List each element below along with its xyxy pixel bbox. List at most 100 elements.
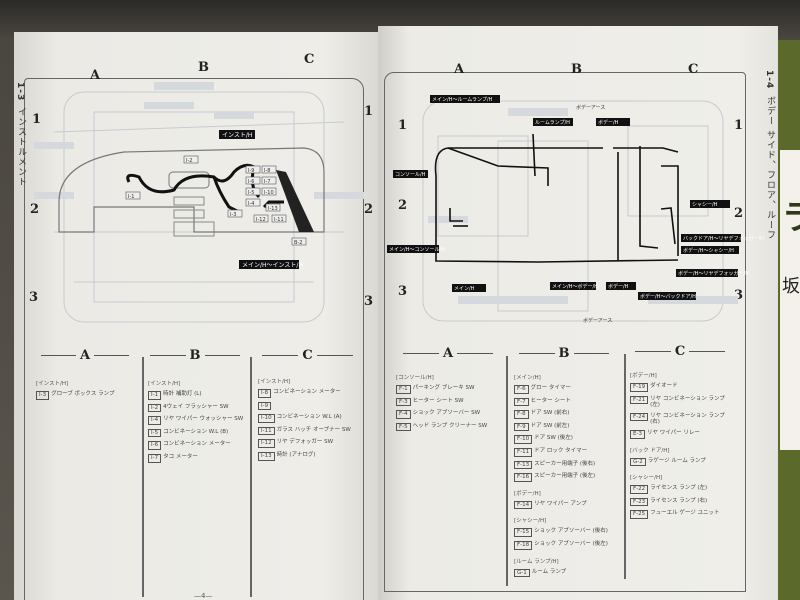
page-number: —4— [194,592,213,600]
diagram-label: ボデーアース [583,317,612,324]
part-name: タコ メーター [163,453,198,460]
connector-code: F-16 [514,473,533,482]
connector-code: F-9 [514,422,529,432]
part-name: コンビネーション W.L (A) [276,414,342,421]
diagram-label: ルームランプ/H [535,120,570,126]
row-label: 3 [398,284,408,299]
divider [250,357,252,597]
section-title: インストルメント [16,107,26,187]
connector-code: E-3 [630,429,645,439]
part-name: リヤ デフォッガー SW [276,439,334,446]
connector-label: I-7 [264,179,270,185]
right-page: A B C 1 2 3 1 2 3 1-4 ボデー サイド、フロア、ルーフ メイ… [378,26,778,600]
connector-label: I-1 [128,194,134,200]
connector-code: F-5 [396,422,411,432]
row-label: 3 [734,288,744,303]
part-name: ショック アブソーバー (後右) [534,528,608,535]
diagram-label: ボデー/H～シャシー/H [683,247,734,254]
connector-code: I-13 [258,451,275,461]
part-name: リヤ コンビネーション ランプ (右) [650,412,725,426]
connector-code: I-10 [258,414,275,423]
list-header: B [508,346,620,361]
row-label: 2 [30,202,40,217]
part-name: ドア SW (後左) [534,435,573,442]
group-title: [ボデー/H] [630,373,657,379]
diagram-label: メイン/H～コンソール/H [389,247,445,253]
row-label: 1 [734,118,744,133]
divider [142,357,144,597]
diagram-label: ボデー/H～バックドア/H [640,293,696,300]
group-title: [インスト/H] [258,379,291,385]
connector-label: I-6 [248,179,254,185]
connector-code: I-2 [148,403,162,413]
row-label: 1 [364,104,374,119]
connector-code: F-25 [630,510,649,519]
row-label: 1 [32,112,42,127]
part-name: リヤ コンビネーション ランプ (左) [650,395,725,409]
diagram-label: シャシー/H [692,202,718,208]
group-title: [インスト/H] [148,381,181,387]
part-name: ドア SW (前左) [530,422,570,429]
connector-code: F-14 [514,500,533,510]
body-wiring-diagram: メイン/H～ルームランプ/H ルームランプ/H ボデー/H ボデーアース コンソ… [387,95,764,324]
page-frame [24,78,364,600]
connector-code: I-6 [148,441,162,450]
connector-code: I-11 [258,426,275,436]
group-title: [シャシー/H] [630,475,663,482]
connector-label: I-4 [248,201,254,207]
part-name: ヒーター シート SW [412,397,464,404]
connector-code: F-24 [630,412,649,422]
part-name: 時計 (アナログ) [276,451,316,458]
connector-label: B-2 [294,240,302,246]
connector-label: I-10 [264,190,274,196]
part-name: ドア SW (前右) [530,410,570,417]
connector-code: I-9 [258,401,272,411]
part-name: ショック アブソーバー (後左) [534,540,608,547]
row-label: 3 [29,290,39,305]
part-name: ダイオード [650,383,678,389]
diagram-label: ボデー/H [598,119,619,126]
part-name: リヤ ワイパー アンプ [534,500,587,507]
diagram-label: ボデー/H～リヤデフォッガー/H [678,270,749,277]
connector-label: I-12 [256,217,266,223]
part-name: コンビネーション W.L (B) [163,428,229,435]
column-label: B [198,60,209,75]
part-name: ライセンス ランプ (右) [650,497,708,504]
harness-tag [219,130,255,139]
group-title: [コンソール/H] [396,375,434,381]
connector-label: I-9 [248,168,254,174]
part-name: パーキング ブレーキ SW [412,385,475,391]
left-page: A B C 1 2 3 1 2 3 1-3 インストルメント インスト/H メイ… [14,32,380,600]
part-name: リヤ ワイパー リレー [646,429,700,436]
connector-code: G-2 [630,457,646,467]
connector-code: F-10 [514,435,533,444]
column-label: A [454,62,465,77]
connector-code: F-13 [514,460,533,470]
connector-code: I-4 [148,416,162,425]
list-header: C [624,344,736,359]
column-label: C [304,52,315,67]
part-name: コンビネーション メーター [273,389,341,395]
part-name: ヘッド ランプ クリーナー SW [412,422,488,429]
part-name: ガラス ハッチ オープナー SW [276,426,351,433]
connector-code: F-4 [396,410,411,419]
connector-code: F-7 [514,397,529,407]
